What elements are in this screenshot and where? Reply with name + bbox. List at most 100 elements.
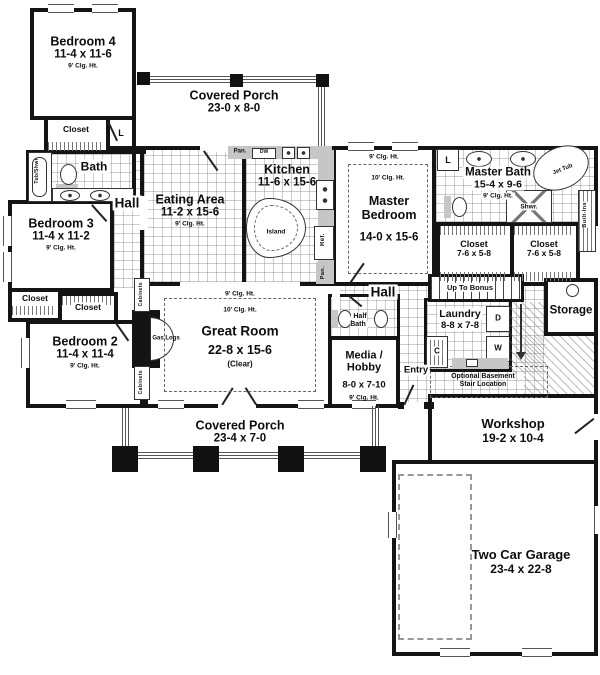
half-bath-label: Half Bath [350, 313, 368, 328]
kitchen-sink [282, 147, 295, 159]
sink-fixture [60, 190, 80, 201]
toilet-tank [332, 310, 338, 328]
refrigerator-box [314, 226, 334, 260]
window [66, 400, 96, 409]
porch-post [193, 446, 219, 472]
bedroom2-label: Bedroom 2 11-4 x 11-4 9' Clg. Ht. [52, 334, 118, 370]
toilet-fixture [452, 197, 467, 217]
window [3, 252, 12, 282]
entry-label: Entry [401, 364, 431, 376]
porch-door-gap [200, 144, 228, 152]
entry-door-gap [404, 402, 424, 409]
wall-segment [106, 146, 146, 154]
island-label: Island [266, 228, 286, 236]
toilet-tank [56, 184, 78, 191]
cabinets-top-label: Cabinets [138, 282, 144, 307]
island-inner [254, 205, 298, 251]
master-bath-label: Master Bath 15-4 x 9-6 9' Clg. Ht. [463, 166, 533, 200]
window [352, 400, 376, 409]
opening-great-hall [332, 286, 340, 314]
workshop-label: Workshop 19-2 x 10-4 [481, 416, 545, 445]
room-media-hobby [328, 336, 400, 408]
kitchen-label: Kitchen 11-6 x 15-6 [257, 162, 317, 189]
closet-bed4-label: Closet [63, 124, 89, 135]
garage-door [440, 648, 470, 657]
stairs-label: Up To Bonus [444, 282, 496, 292]
master-clg-label: 9' Clg. Ht. [369, 153, 399, 161]
workshop-door-gap [594, 414, 600, 440]
window [158, 400, 184, 409]
great-tray-ceiling [164, 298, 316, 392]
great-dims-label: 22-8 x 15-6 [208, 343, 272, 357]
great-clg-label: 9' Clg. Ht. [225, 290, 255, 298]
washer-box [486, 336, 510, 362]
linen-master-box [437, 149, 459, 171]
laundry-label: Laundry 8-8 x 7-8 [437, 307, 483, 331]
dryer-box [486, 306, 510, 332]
hall-rear-label: Hall [368, 284, 398, 300]
tub-shwr-label: Tub/Shwr [34, 158, 40, 184]
closet-rod [62, 296, 112, 305]
front-door-gap [218, 402, 256, 410]
storage-label: Storage [549, 304, 593, 317]
closet-rod [12, 306, 56, 315]
porch-post [278, 446, 304, 472]
opening-eating-great [180, 282, 300, 290]
closet-rod [440, 226, 508, 235]
window [348, 142, 374, 151]
opt-basement-label: Optional Basement Stair Location [451, 373, 515, 388]
garage-dashed-area [398, 474, 472, 640]
porch-post [112, 446, 138, 472]
porch-bottom-label: Covered Porch 23-4 x 7-0 [195, 418, 285, 445]
cabinets-box [134, 278, 150, 312]
window [21, 338, 30, 368]
linen-master-label: L [445, 154, 451, 165]
closet-rod [48, 142, 104, 151]
closet-bed3a-label: Closet [20, 293, 50, 304]
toilet-tank [444, 196, 451, 218]
porch-railing [112, 452, 386, 459]
window [3, 216, 12, 246]
garage-door [522, 648, 552, 657]
attic-access-marker [566, 284, 579, 297]
dishwasher-label: DW [259, 149, 269, 156]
porch-post [230, 74, 243, 87]
window [392, 142, 418, 151]
pantry-top-label: Pan. [233, 148, 247, 155]
window [48, 4, 74, 13]
sink-fixture [466, 151, 492, 167]
cabinets-bottom-label: Cabinets [138, 370, 144, 395]
built-ins-label: Built-Ins [580, 202, 590, 228]
laundry-counter [452, 358, 508, 369]
bedroom3-label: Bedroom 3 11-4 x 11-2 9' Clg. Ht. [28, 216, 94, 252]
pantry-side-label: Pan. [320, 266, 326, 280]
media-name-label: Media / Hobby [345, 349, 383, 374]
shower-label: Shwr. [518, 203, 540, 211]
great-clg10-label: 10' Clg. Ht. [223, 306, 257, 314]
porch-railing [318, 82, 325, 146]
great-note-label: (Clear) [227, 359, 253, 369]
dryer-label: D [495, 313, 501, 323]
pantry-side-box [316, 262, 332, 284]
linen-front-label: L [118, 127, 124, 138]
media-dims-label: 8-0 x 7-10 [342, 379, 386, 391]
media-clg-label: 9' Clg. Ht. [349, 394, 379, 402]
stair-arrow-head [516, 352, 526, 360]
closet-bed3b-label: Closet [73, 302, 103, 313]
window [92, 4, 118, 13]
sink-fixture [510, 151, 536, 167]
great-name-label: Great Room [201, 323, 279, 339]
window [388, 512, 397, 538]
closet-rod [440, 272, 508, 281]
cabinets-box [134, 366, 150, 400]
eating-area-label: Eating Area 11-2 x 15-6 9' Clg. Ht. [155, 192, 225, 228]
washer-label: W [494, 343, 502, 353]
stair-direction-arrow [520, 304, 522, 354]
wall-segment [594, 332, 598, 398]
stair-hatch [508, 302, 544, 374]
master-dims-label: 14-0 x 15-6 [359, 231, 419, 244]
porch-post [360, 446, 386, 472]
stove-fixture [316, 180, 334, 210]
master-clg10-label: 10' Clg. Ht. [371, 174, 405, 182]
porch-top-label: Covered Porch 23-0 x 8-0 [189, 88, 279, 115]
